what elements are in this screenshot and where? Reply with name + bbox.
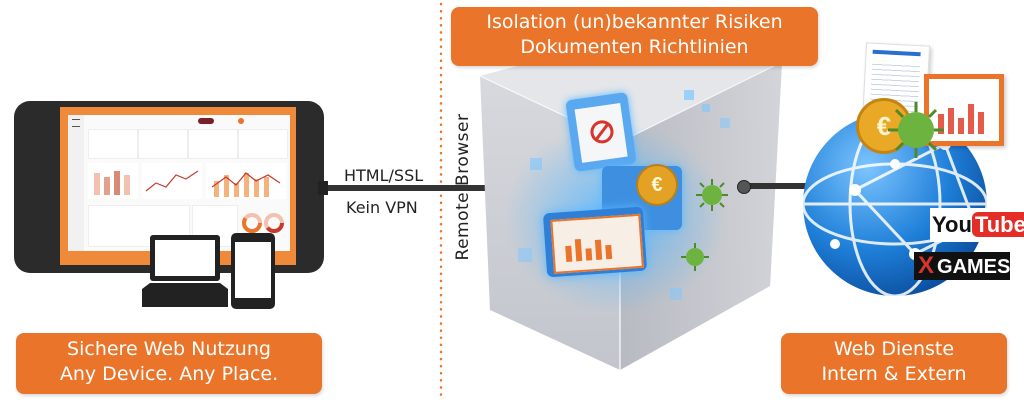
virus-icon	[696, 179, 728, 211]
isolation-banner: Isolation (un)bekannter Risiken Dokument…	[451, 7, 818, 66]
isolation-banner-line1: Isolation (un)bekannter Risiken	[486, 11, 783, 33]
kpi-card	[88, 129, 138, 159]
xgames-logo-text: GAMES	[937, 256, 1011, 278]
mini-dashboard	[68, 115, 290, 251]
mini-bar-chart	[88, 163, 138, 199]
cube-cable-node	[737, 180, 751, 194]
secure-web-banner-line1: Sichere Web Nutzung	[67, 338, 271, 360]
mini-header-button	[198, 118, 214, 124]
blocked-document-panel	[565, 92, 637, 172]
mini-donut-charts	[242, 213, 284, 233]
vpn-label: Kein VPN	[346, 198, 418, 217]
mini-line-chart	[142, 163, 202, 199]
xgames-logo-x: X	[918, 252, 935, 279]
virus-icon	[888, 102, 944, 158]
kpi-card	[188, 129, 238, 159]
isolation-banner-line2: Dokumenten Richtlinien	[520, 36, 749, 58]
web-services-banner-line2: Intern & Extern	[821, 363, 967, 385]
mini-area-chart	[206, 163, 286, 199]
virus-icon	[681, 243, 709, 271]
kpi-card	[138, 129, 188, 159]
euro-coin-icon: €	[636, 164, 678, 206]
youtube-logo-tube: Tube	[971, 212, 1024, 237]
laptop-icon	[142, 235, 228, 307]
web-services-banner-line1: Web Dienste	[833, 338, 955, 360]
dashboard-bars	[565, 238, 613, 263]
smartphone-icon	[231, 233, 275, 309]
globe-icon	[801, 110, 989, 298]
connection-cable	[322, 185, 580, 191]
chart-card-bars	[938, 104, 984, 134]
mini-avatar	[238, 118, 244, 124]
cube-to-globe-cable	[744, 183, 856, 189]
blocked-icon	[590, 120, 614, 144]
web-services-banner: Web Dienste Intern & Extern	[781, 333, 1007, 394]
dashboard-panel	[542, 206, 648, 278]
secure-web-banner: Sichere Web Nutzung Any Device. Any Plac…	[16, 333, 322, 394]
document-header-bar	[872, 49, 921, 57]
chart-card	[924, 74, 1004, 146]
desktop-device-illustration	[14, 101, 324, 273]
kpi-card	[238, 129, 288, 159]
dotted-divider	[439, 2, 443, 402]
secure-web-banner-line2: Any Device. Any Place.	[59, 363, 279, 385]
cable-plug	[318, 181, 328, 195]
protocol-label: HTML/SSL	[344, 166, 424, 185]
mini-sidebar	[68, 115, 84, 251]
menu-icon	[72, 119, 80, 127]
youtube-logo-you: You	[932, 212, 972, 237]
